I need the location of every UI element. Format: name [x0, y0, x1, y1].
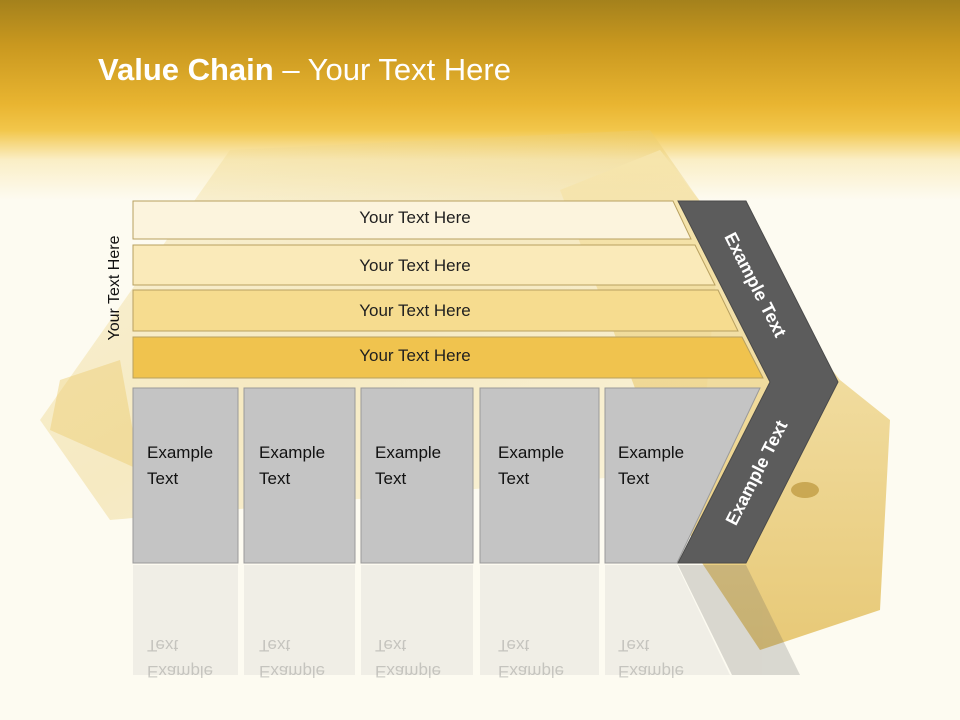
reflection-group — [133, 565, 800, 675]
box-text-line: Text — [375, 469, 407, 488]
reflection-line: Text — [375, 636, 407, 655]
example-box-2 — [243, 387, 356, 564]
bar-label-3: Your Text Here — [359, 301, 471, 320]
box-text-reflection: Example Text — [618, 632, 684, 684]
reflection-line: Example — [618, 662, 685, 681]
box-text-line: Text — [498, 469, 530, 488]
box-text-5: Example Text — [618, 440, 684, 492]
value-chain-bar-3 — [132, 289, 739, 332]
title-bold-part: Value Chain — [98, 52, 274, 87]
value-chain-bar-4 — [132, 336, 764, 379]
box-text-3: Example Text — [375, 440, 441, 492]
box-text-line: Example — [618, 443, 685, 462]
box-text-reflection: Example Text — [498, 632, 564, 684]
box-reflection — [244, 565, 355, 675]
box-text-2: Example Text — [259, 440, 325, 492]
box-text-4: Example Text — [498, 440, 564, 492]
value-chain-bar-1 — [132, 200, 692, 240]
reflection-line: Example — [259, 662, 326, 681]
box-text-reflection: Example Text — [375, 632, 441, 684]
box-reflection — [480, 565, 599, 675]
title-rest-part: – Your Text Here — [273, 52, 511, 87]
box-text-line: Example — [147, 443, 214, 462]
box-text-1: Example Text — [147, 440, 213, 492]
box-text-line: Example — [259, 443, 326, 462]
chevron-reflection — [678, 565, 800, 675]
example-box-3 — [360, 387, 474, 564]
box-text-reflection: Example Text — [259, 632, 325, 684]
slide-title: Value Chain – Your Text Here — [98, 52, 511, 88]
example-box-4 — [479, 387, 600, 564]
reflection-line: Example — [498, 662, 565, 681]
example-box-1 — [132, 387, 239, 564]
box-reflection — [605, 565, 730, 675]
value-chain-bar-2 — [132, 244, 716, 286]
box-text-line: Text — [147, 469, 179, 488]
example-box-5 — [604, 387, 761, 564]
box-text-line: Text — [259, 469, 291, 488]
box-text-reflection: Example Text — [147, 632, 213, 684]
reflection-line: Text — [147, 636, 179, 655]
reflection-line: Text — [498, 636, 530, 655]
reflection-line: Text — [259, 636, 291, 655]
box-text-line: Text — [618, 469, 650, 488]
reflection-line: Example — [147, 662, 214, 681]
reflection-line: Example — [375, 662, 442, 681]
bar-label-4: Your Text Here — [359, 346, 471, 365]
box-reflection — [361, 565, 473, 675]
box-text-line: Example — [498, 443, 565, 462]
box-reflection — [133, 565, 238, 675]
box-text-line: Example — [375, 443, 442, 462]
reflection-line: Text — [618, 636, 650, 655]
bar-label-1: Your Text Here — [359, 208, 471, 227]
bar-label-2: Your Text Here — [359, 256, 471, 275]
chevron-arrow — [677, 200, 839, 564]
